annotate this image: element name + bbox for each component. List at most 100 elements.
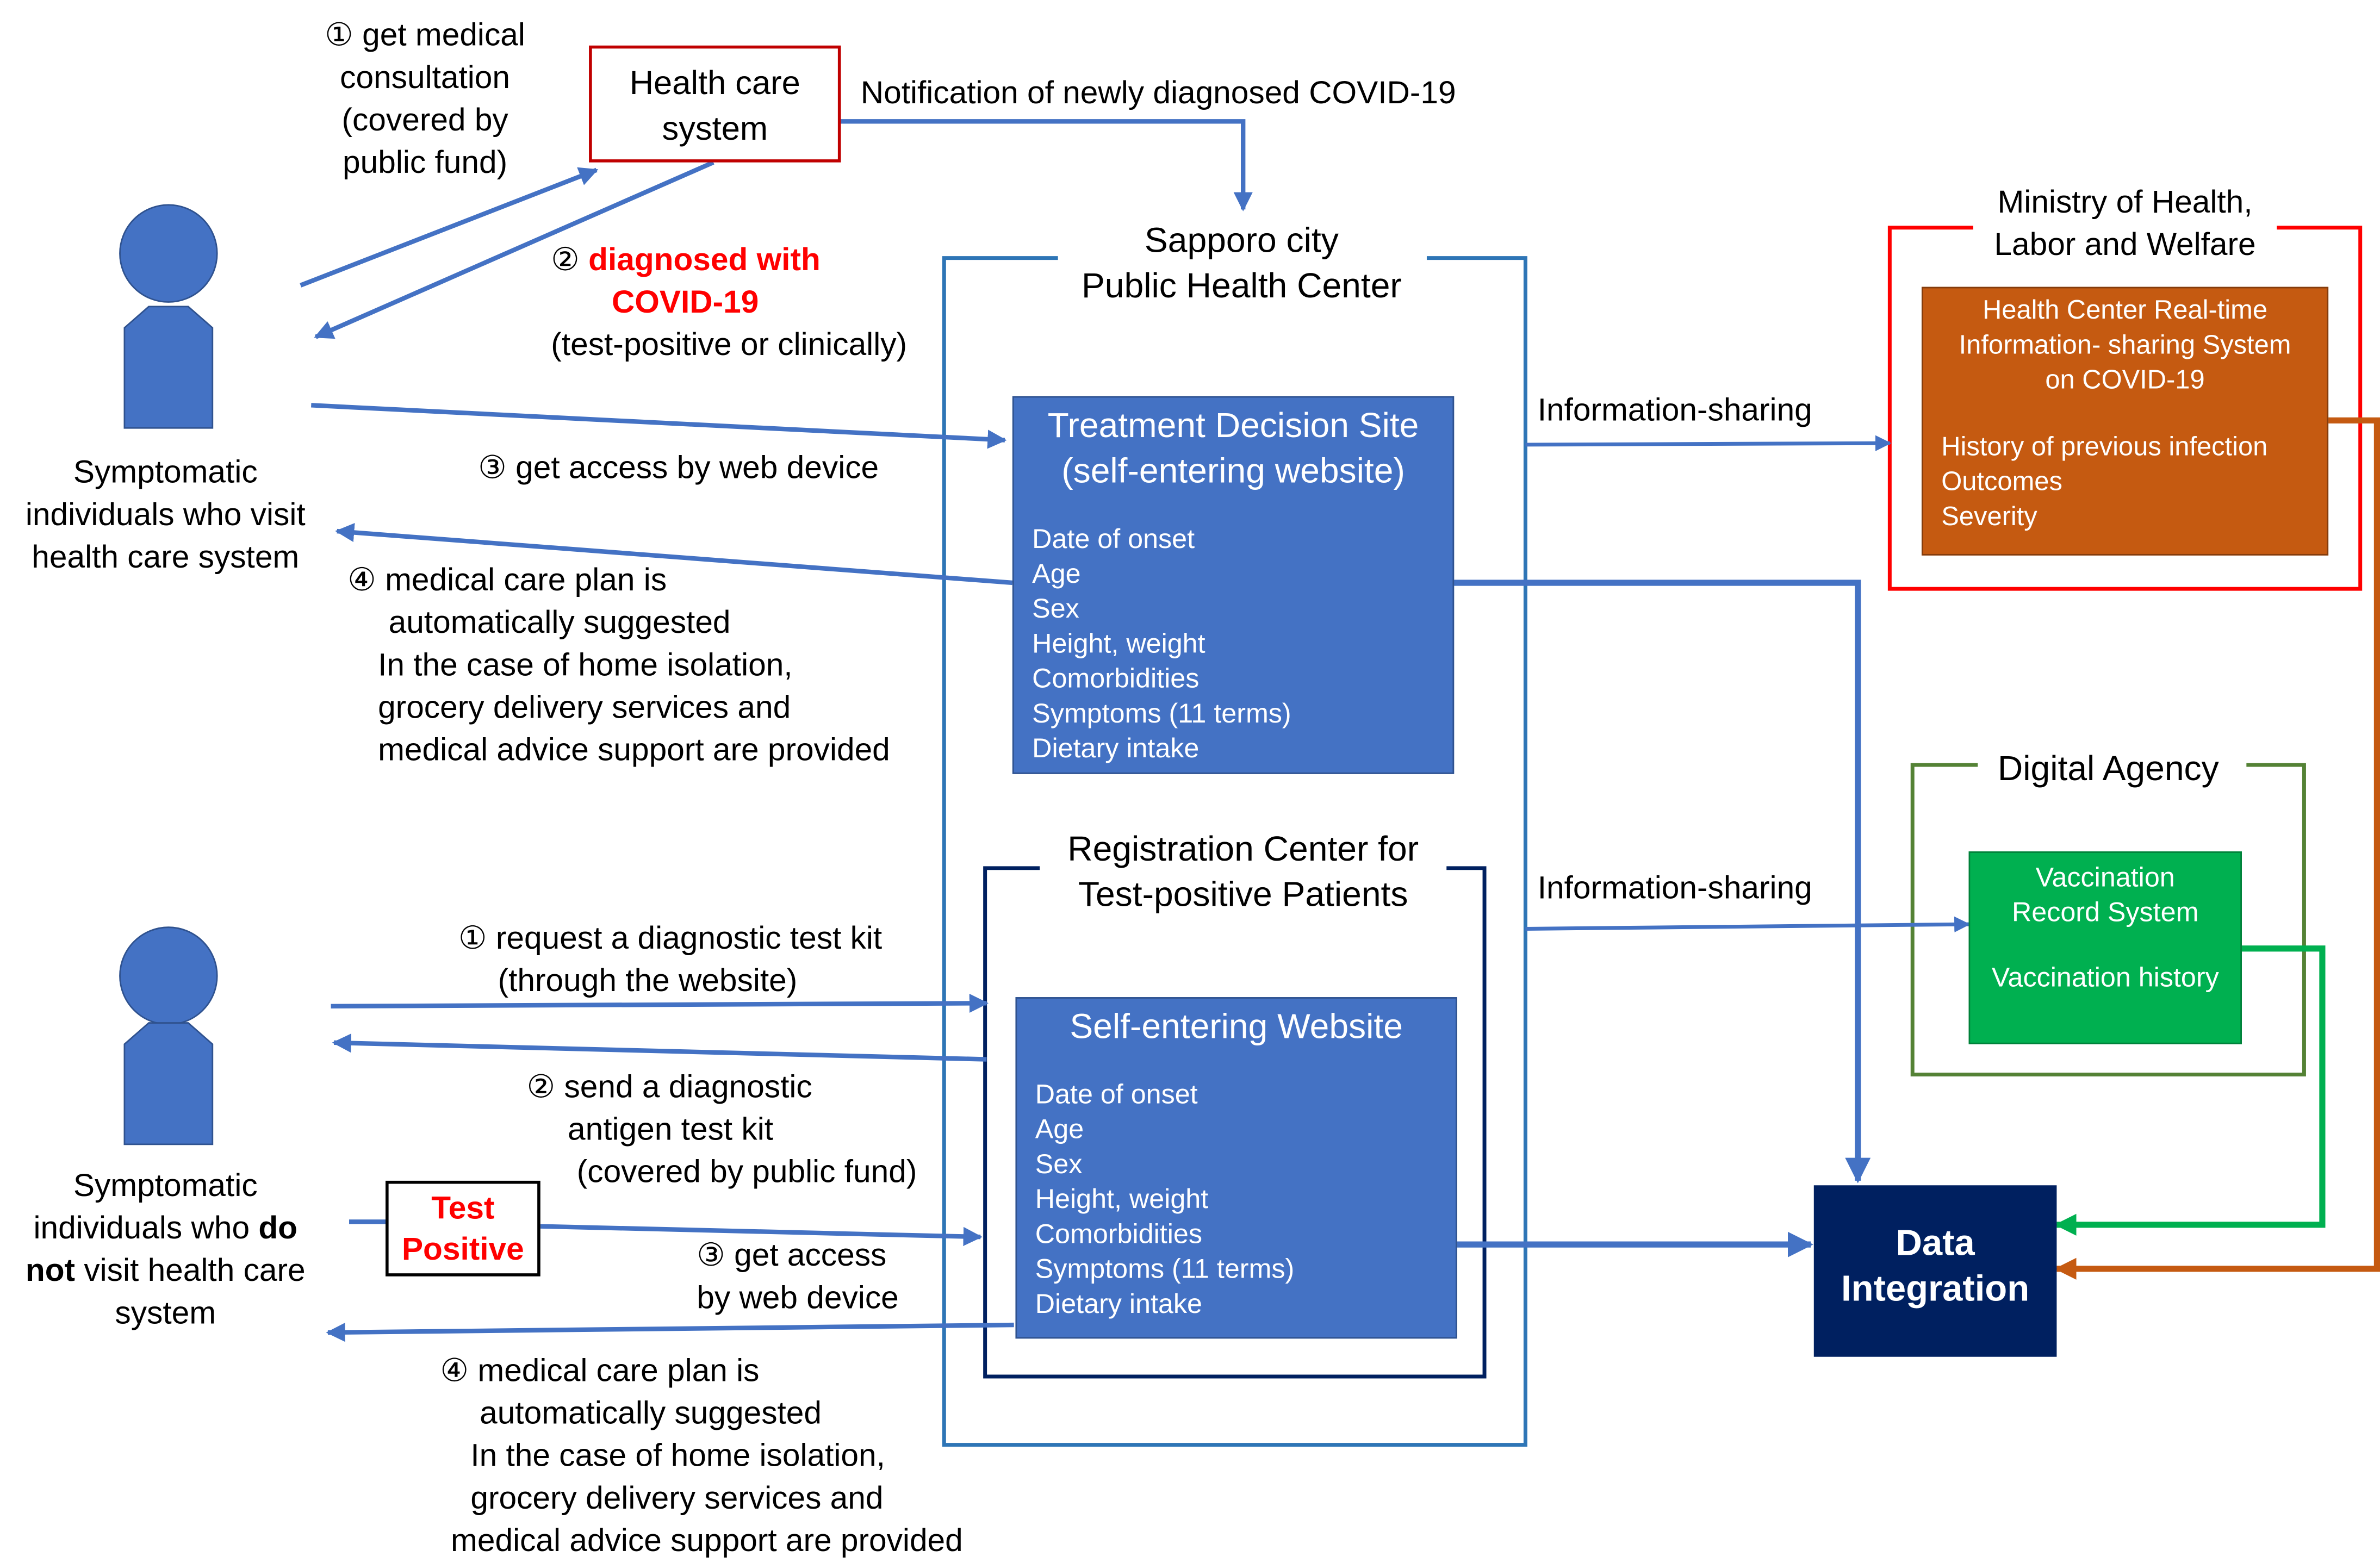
self-entering-field: Comorbidities: [1035, 1218, 1202, 1249]
ministry-frame: [1887, 226, 2363, 591]
upper-step-3: ③ get access by web device: [478, 451, 879, 486]
lower-person-label: Symptomatic individuals who do not visit…: [0, 1166, 331, 1336]
upper-person-icon: [119, 204, 218, 429]
lower-step-4: ④ medical care plan is automatically sug…: [440, 1351, 963, 1563]
treatment-field: Symptoms (11 terms): [1032, 698, 1291, 728]
arrow-notification: [839, 119, 1253, 211]
upper-step-4-line1: ④ medical care plan is: [347, 563, 667, 598]
lower-step-4-line1: ④ medical care plan is: [440, 1354, 760, 1389]
ministry-item: History of previous infection: [1941, 431, 2268, 462]
lower-step-1: ① request a diagnostic test kit (through…: [458, 918, 882, 1003]
ministry-line2: Labor and Welfare: [1994, 227, 2256, 263]
test-positive-line1: Test: [431, 1191, 495, 1226]
lower-person-line1: Symptomatic: [73, 1168, 258, 1204]
upper-step-2-prefix: ②: [551, 242, 589, 278]
ministry-title: Ministry of Health, Labor and Welfare: [1958, 182, 2292, 267]
lower-step-4-line3: In the case of home isolation,: [470, 1439, 885, 1474]
registration-center-title: Registration Center for Test-positive Pa…: [1020, 826, 1466, 917]
upper-step-4-line2: automatically suggested: [388, 605, 731, 641]
self-entering-website-box: Self-entering Website Date of onset Age …: [1015, 997, 1457, 1339]
upper-step-4-line3: In the case of home isolation,: [378, 648, 793, 683]
self-entering-field: Age: [1035, 1114, 1084, 1144]
arrow-lower-care-plan: [326, 1322, 1014, 1342]
vaccination-history: Vaccination history: [1991, 962, 2219, 993]
phc-line2: Public Health Center: [1081, 265, 1402, 306]
self-entering-field: Symptoms (11 terms): [1035, 1253, 1295, 1284]
arrow-info-sharing-digital: [1525, 916, 1971, 933]
digital-agency-frame: [1910, 763, 2306, 1076]
data-integration-box: Data Integration: [1813, 1185, 2057, 1357]
health-care-system-line1: Health care: [629, 64, 800, 102]
realtime-info-system-box: Health Center Real-time Information- sha…: [1921, 287, 2329, 556]
health-care-system-box: Health care system: [589, 45, 841, 163]
arrow-get-consultation: [300, 167, 599, 288]
upper-step-4-line5: medical advice support are provided: [378, 733, 890, 768]
upper-step-4-line4: grocery delivery services and: [378, 690, 791, 726]
vaccination-system-line1: Vaccination: [2035, 862, 2175, 893]
upper-step-2-line3: (test-positive or clinically): [551, 327, 908, 363]
lower-step-2-line1: ② send a diagnostic: [526, 1070, 812, 1105]
data-integration-line2: Integration: [1841, 1268, 2030, 1310]
treatment-field: Age: [1032, 558, 1081, 589]
upper-step-2-diagnosed: diagnosed with: [588, 242, 821, 278]
lower-step-3-line1: ③ get access: [697, 1238, 887, 1274]
treatment-decision-site-box: Treatment Decision Site (self-entering w…: [1012, 396, 1455, 774]
upper-person-label: Symptomatic individuals who visit health…: [0, 452, 331, 580]
lower-step-4-line4: grocery delivery services and: [470, 1481, 884, 1516]
arrow-info-sharing-ministry: [1525, 435, 1892, 451]
upper-step-1-line3: (covered by: [341, 103, 508, 139]
arrow-diagnosed: [314, 160, 714, 339]
treatment-site-title2: (self-entering website): [1061, 451, 1405, 490]
lower-step-1-line2: (through the website): [498, 963, 798, 999]
arrow-lower-web-access: [540, 1224, 983, 1246]
treatment-site-title1: Treatment Decision Site: [1047, 405, 1419, 445]
lower-step-2: ② send a diagnostic antigen test kit (co…: [527, 1067, 917, 1194]
lower-step-1-line1: ① request a diagnostic test kit: [458, 921, 883, 956]
upper-step-2-covid: COVID-19: [611, 285, 759, 321]
arrow-upper-web-access: [311, 403, 1007, 449]
arrow-send-kit: [332, 1033, 987, 1062]
registration-center-frame: [983, 866, 1487, 1379]
lower-person-line4: system: [115, 1296, 216, 1331]
arrow-ministry-to-integration: [2054, 417, 2380, 1280]
registration-line2: Test-positive Patients: [1078, 874, 1408, 914]
lower-person-line3: visit health care: [75, 1253, 306, 1289]
upper-person-line3: health care system: [32, 540, 300, 576]
info-sharing-top-label: Information-sharing: [1537, 393, 1812, 428]
lower-step-2-line3: (covered by public fund): [576, 1155, 917, 1190]
upper-step-1-line2: consultation: [340, 60, 511, 96]
lower-step-3-line2: by web device: [697, 1281, 899, 1316]
lower-person-do: do: [258, 1211, 297, 1246]
self-entering-field: Sex: [1035, 1149, 1083, 1180]
info-sharing-bottom-label: Information-sharing: [1537, 871, 1812, 906]
self-entering-title: Self-entering Website: [1070, 1006, 1403, 1046]
upper-step-1-line4: public fund): [343, 145, 508, 181]
upper-step-2: ② diagnosed with COVID-19 (test-positive…: [551, 240, 907, 367]
upper-person-line1: Symptomatic: [73, 455, 258, 490]
arrow-upper-care-plan: [335, 522, 1013, 586]
ministry-item: Severity: [1941, 501, 2037, 532]
lower-step-3: ③ get access by web device: [697, 1235, 898, 1320]
ministry-system-line1: Health Center Real-time: [1983, 294, 2268, 325]
upper-person-line2: individuals who visit: [25, 497, 306, 533]
lower-step-4-line5: medical advice support are provided: [451, 1523, 963, 1559]
public-health-center-frame: [942, 256, 1527, 1447]
ministry-system-line2: Information- sharing System: [1959, 329, 2291, 360]
lower-person-icon: [119, 926, 218, 1145]
arrow-treatment-to-integration: [1452, 580, 1871, 1184]
health-care-system-line2: system: [662, 109, 768, 147]
lower-person-line2: individuals who: [33, 1211, 259, 1246]
lower-step-2-line2: antigen test kit: [568, 1112, 774, 1148]
arrow-request-kit: [331, 993, 989, 1013]
self-entering-field: Date of onset: [1035, 1079, 1198, 1110]
ministry-line1: Ministry of Health,: [1997, 185, 2253, 220]
data-integration-line1: Data: [1896, 1223, 1975, 1265]
treatment-field: Date of onset: [1032, 524, 1195, 554]
upper-step-4: ④ medical care plan is automatically sug…: [347, 560, 890, 773]
lower-person-not: not: [25, 1253, 76, 1289]
test-positive-box: Test Positive: [386, 1180, 540, 1276]
ministry-item: Outcomes: [1941, 466, 2062, 496]
upper-step-1: ① get medical consultation (covered by p…: [303, 15, 546, 185]
